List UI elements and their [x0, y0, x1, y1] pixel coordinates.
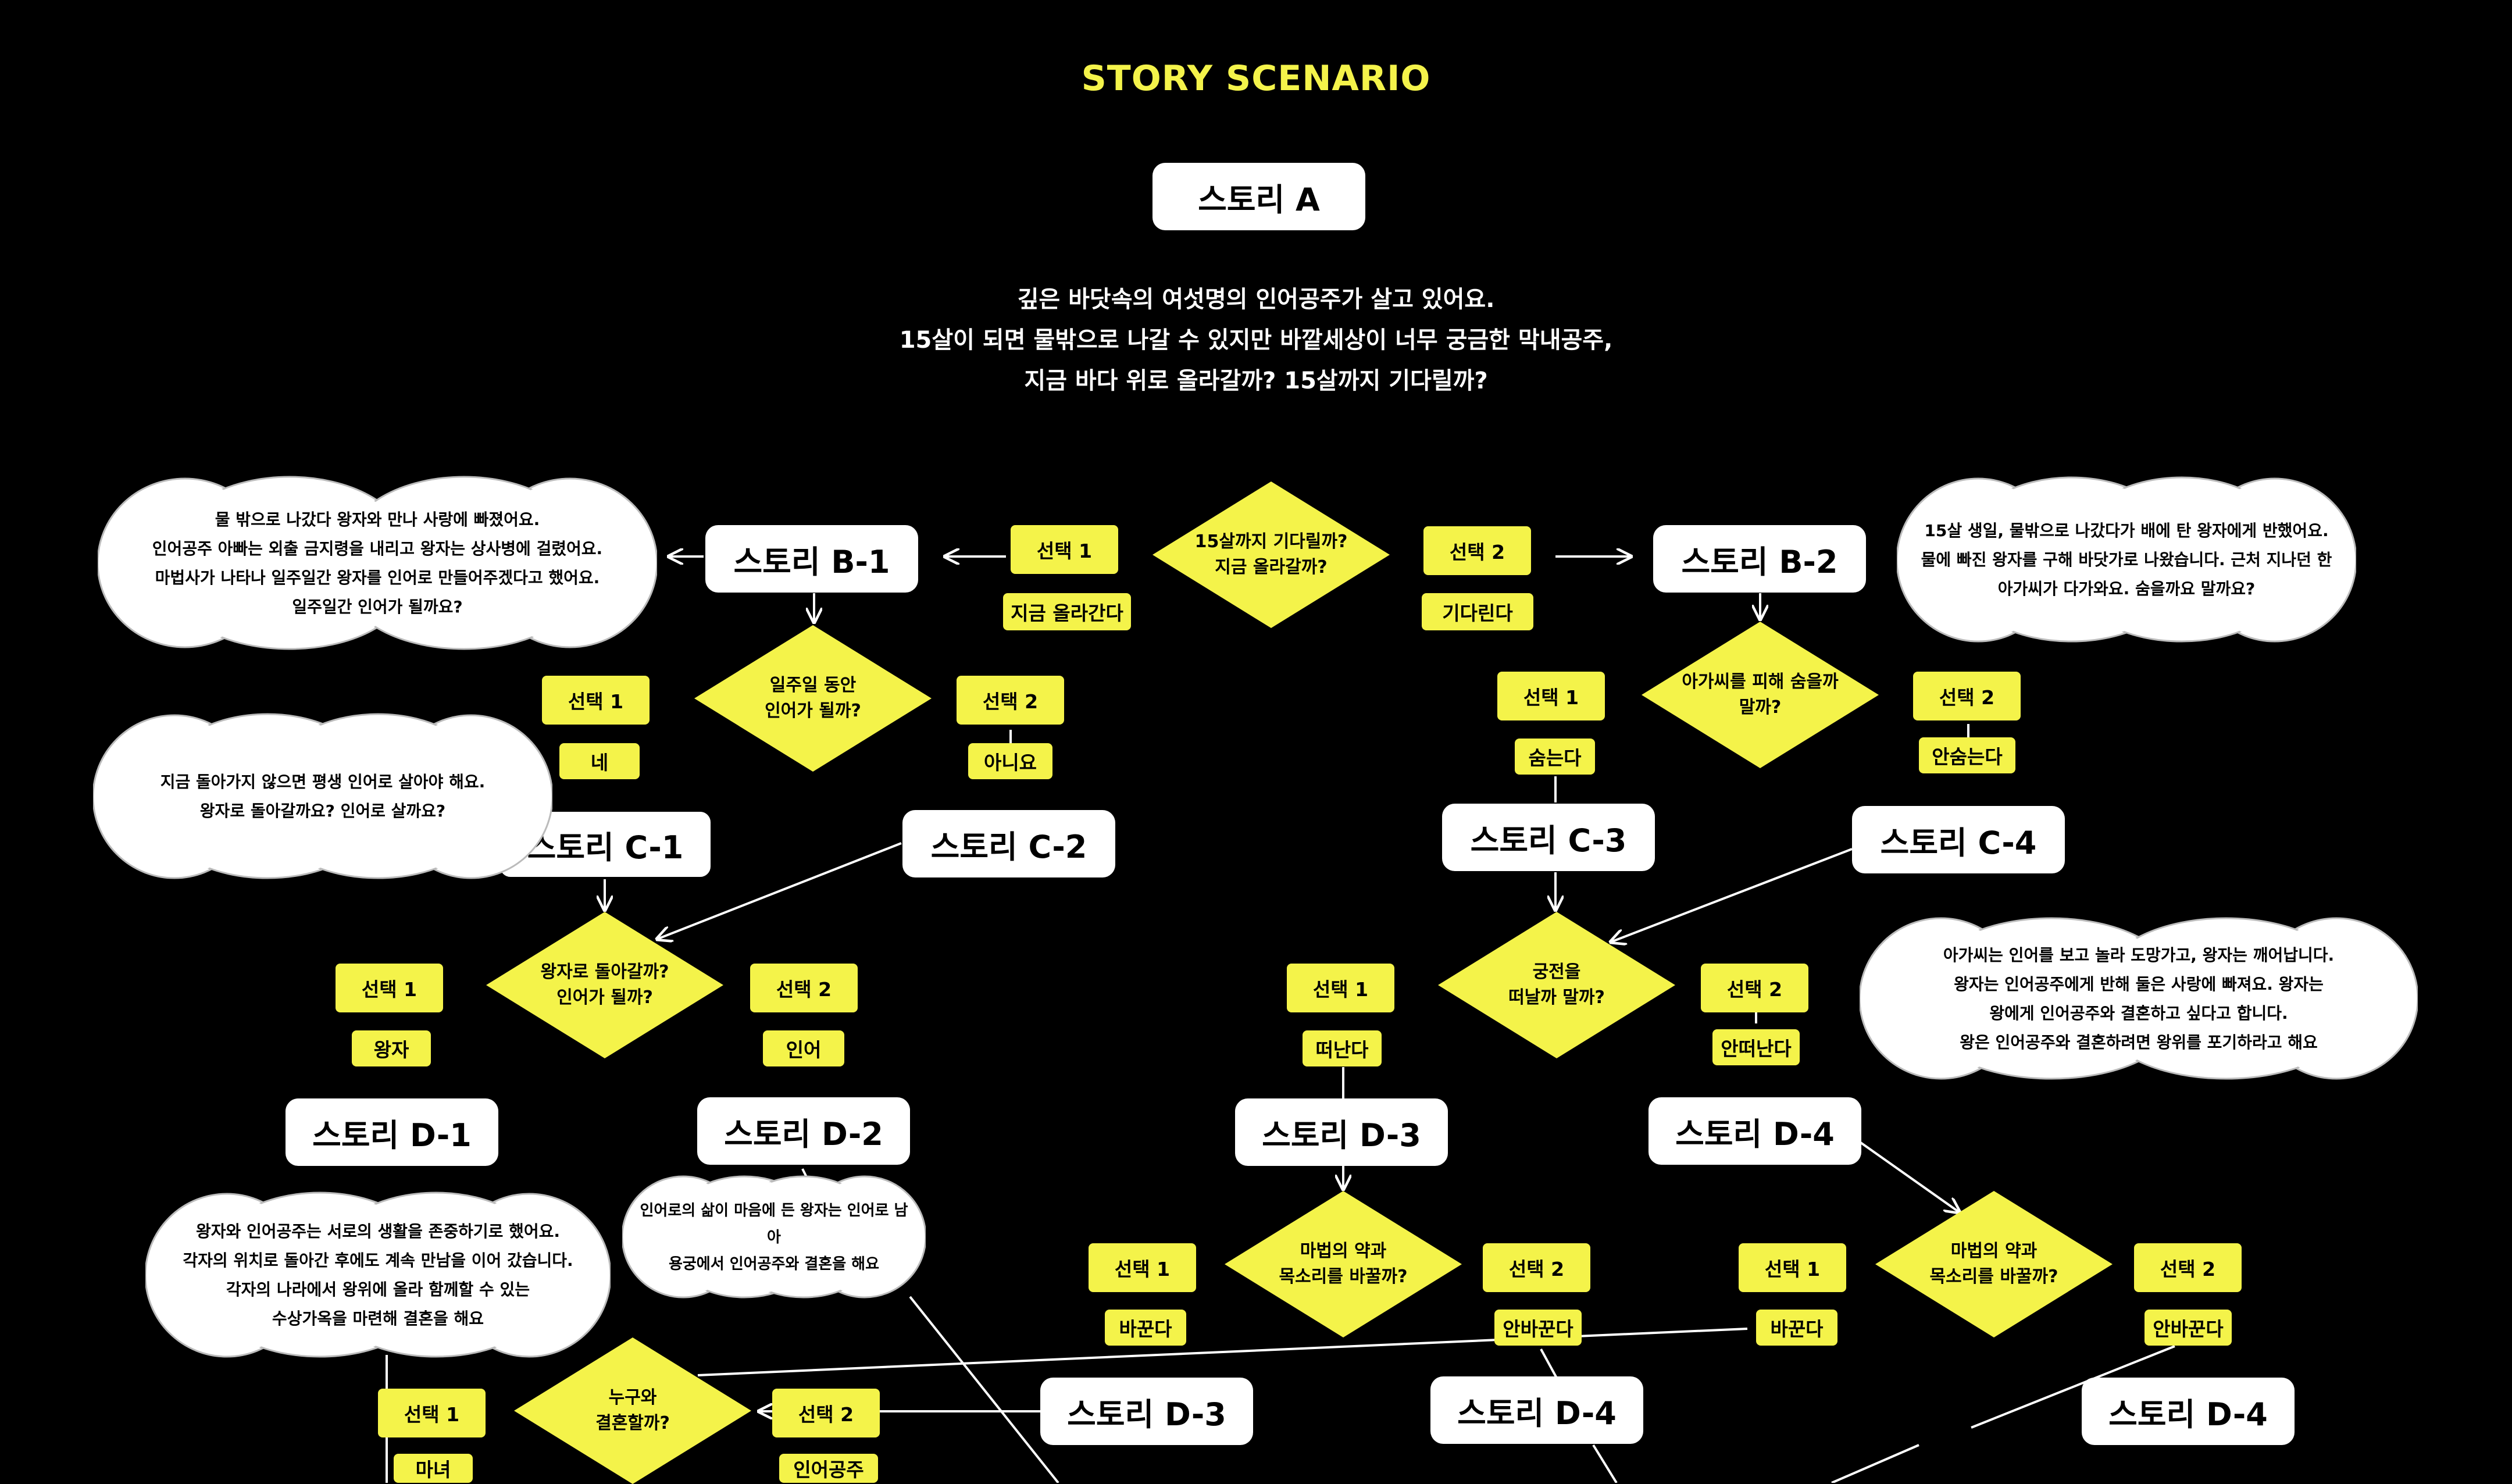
- cloud-shape: [145, 1192, 611, 1358]
- answer-tag: 바꾼다: [1105, 1310, 1186, 1346]
- decision-q4: 왕자로 돌아갈까? 인어가 될까?: [486, 912, 723, 1058]
- choice-tag: 선택 1: [1089, 1243, 1196, 1292]
- decision-q5: 궁전을 떠날까 말까?: [1438, 912, 1675, 1058]
- answer-tag: 바꾼다: [1756, 1310, 1837, 1346]
- story-b2-node: 스토리 B-2: [1653, 525, 1866, 593]
- story-d2-node: 스토리 D-2: [697, 1097, 910, 1165]
- choice-tag: 선택 1: [1739, 1243, 1846, 1292]
- story-c2-node: 스토리 C-2: [902, 810, 1115, 877]
- story-a-node: 스토리 A: [1152, 163, 1365, 230]
- decision-q3: 아가씨를 피해 숨을까 말까?: [1642, 622, 1879, 768]
- choice-tag: 선택 1: [378, 1389, 486, 1437]
- story-c3-node: 스토리 C-3: [1442, 804, 1655, 871]
- narrative-text-d2: 인어로의 삶이 마음에 든 왕자는 인어로 남아 용궁에서 인어공주와 결혼을 …: [640, 1201, 908, 1273]
- diamond-shape: [1438, 912, 1675, 1058]
- choice-tag: 선택 1: [1011, 525, 1118, 574]
- narrative-cloud-c1: 지금 돌아가지 않으면 평생 인어로 살아야 해요. 왕자로 돌아갈까요? 인어…: [93, 712, 552, 881]
- narrative-cloud-b2: 15살 생일, 물밖으로 나갔다가 배에 탄 왕자에게 반했어요. 물에 빠진 …: [1897, 476, 2356, 644]
- choice-tag: 선택 1: [542, 676, 650, 725]
- intro-text: 깊은 바닷속의 여섯명의 인어공주가 살고 있어요. 15살이 되면 물밖으로 …: [675, 279, 1837, 401]
- choice-tag: 선택 2: [957, 676, 1064, 725]
- decision-q6: 마법의 약과 목소리를 바꿀까?: [1225, 1191, 1462, 1337]
- narrative-text-b2: 15살 생일, 물밖으로 나갔다가 배에 탄 왕자에게 반했어요. 물에 빠진 …: [1921, 521, 2332, 598]
- answer-tag: 네: [559, 743, 640, 779]
- narrative-text-b1: 물 밖으로 나갔다 왕자와 만나 사랑에 빠졌어요. 인어공주 아빠는 외출 금…: [152, 510, 603, 616]
- intro-paragraph: 깊은 바닷속의 여섯명의 인어공주가 살고 있어요. 15살이 되면 물밖으로 …: [899, 286, 1613, 394]
- decision-q7-label: 마법의 약과 목소리를 바꿀까?: [1929, 1241, 2058, 1287]
- story-d1-node: 스토리 D-1: [286, 1098, 498, 1166]
- choice-tag: 선택 2: [2134, 1243, 2242, 1292]
- decision-q6-label: 마법의 약과 목소리를 바꿀까?: [1279, 1241, 1408, 1287]
- cloud-shape: [98, 476, 657, 650]
- cloud-shape: [1897, 476, 2356, 643]
- answer-tag: 왕자: [352, 1030, 431, 1066]
- decision-q2: 일주일 동안 인어가 될까?: [694, 625, 932, 772]
- choice-tag: 선택 2: [772, 1389, 880, 1437]
- answer-tag: 안숨는다: [1919, 737, 2015, 773]
- choice-tag: 선택 2: [1423, 526, 1531, 575]
- story-b1-node: 스토리 B-1: [705, 525, 918, 593]
- decision-q1-label: 15살까지 기다릴까? 지금 올라갈까?: [1194, 531, 1348, 577]
- diamond-shape: [1642, 622, 1879, 768]
- narrative-text-c1: 지금 돌아가지 않으면 평생 인어로 살아야 해요. 왕자로 돌아갈까요? 인어…: [160, 772, 486, 821]
- diamond-shape: [1225, 1191, 1462, 1337]
- story-c1-node: 스토리 C-1: [498, 809, 713, 879]
- decision-q4-label: 왕자로 돌아갈까? 인어가 될까?: [540, 962, 669, 1008]
- choice-tag: 선택 2: [1913, 672, 2021, 720]
- choice-tag: 선택 2: [1701, 964, 1808, 1012]
- narrative-cloud-d1: 왕자와 인어공주는 서로의 생활을 존중하기로 했어요. 각자의 위치로 돌아간…: [145, 1191, 611, 1360]
- story-d3-node: 스토리 D-3: [1235, 1098, 1448, 1166]
- cloud-shape: [1860, 917, 2418, 1080]
- decision-q2-label: 일주일 동안 인어가 될까?: [765, 675, 861, 721]
- answer-tag: 기다린다: [1422, 593, 1533, 630]
- choice-tag: 선택 1: [1497, 672, 1605, 720]
- diamond-shape: [486, 912, 723, 1058]
- story-d3-node-lower: 스토리 D-3: [1040, 1378, 1253, 1445]
- choice-tag: 선택 1: [1287, 964, 1394, 1012]
- answer-tag: 안떠난다: [1712, 1029, 1800, 1065]
- answer-tag: 안바꾼다: [1494, 1310, 1582, 1346]
- narrative-cloud-b1: 물 밖으로 나갔다 왕자와 만나 사랑에 빠졌어요. 인어공주 아빠는 외출 금…: [98, 476, 657, 651]
- narrative-cloud-c4: 아가씨는 인어를 보고 놀라 도망가고, 왕자는 깨어납니다. 왕자는 인어공주…: [1860, 916, 2418, 1082]
- answer-tag: 떠난다: [1303, 1030, 1382, 1066]
- story-d4-node-right: 스토리 D-4: [2082, 1378, 2295, 1445]
- answer-tag: 안바꾼다: [2145, 1310, 2232, 1346]
- answer-tag: 마녀: [394, 1454, 473, 1483]
- choice-tag: 선택 2: [750, 964, 858, 1012]
- diamond-shape: [694, 625, 932, 772]
- decision-q3-label: 아가씨를 피해 숨을까 말까?: [1682, 672, 1839, 718]
- choice-tag: 선택 1: [336, 964, 443, 1012]
- story-d4-node-lower: 스토리 D-4: [1430, 1376, 1643, 1444]
- diamond-shape: [1152, 481, 1390, 628]
- narrative-text-d1: 왕자와 인어공주는 서로의 생활을 존중하기로 했어요. 각자의 위치로 돌아간…: [183, 1222, 573, 1328]
- diamond-shape: [1875, 1191, 2113, 1337]
- narrative-cloud-d2: 인어로의 삶이 마음에 든 왕자는 인어로 남아 용궁에서 인어공주와 결혼을 …: [622, 1175, 926, 1300]
- decision-q8: 누구와 결혼할까?: [514, 1337, 751, 1484]
- narrative-text-c4: 아가씨는 인어를 보고 놀라 도망가고, 왕자는 깨어납니다. 왕자는 인어공주…: [1943, 945, 2335, 1052]
- cloud-shape: [622, 1175, 926, 1298]
- decision-q8-label: 누구와 결혼할까?: [595, 1387, 670, 1433]
- diamond-shape: [514, 1337, 751, 1484]
- answer-tag: 숨는다: [1515, 739, 1595, 775]
- page-title: STORY SCENARIO: [1081, 58, 1431, 99]
- decision-q7: 마법의 약과 목소리를 바꿀까?: [1875, 1191, 2113, 1337]
- decision-q5-label: 궁전을 떠날까 말까?: [1508, 962, 1605, 1008]
- choice-tag: 선택 2: [1483, 1243, 1590, 1292]
- answer-tag: 지금 올라간다: [1003, 593, 1131, 630]
- decision-q1: 15살까지 기다릴까? 지금 올라갈까?: [1152, 481, 1390, 628]
- answer-tag: 인어공주: [779, 1454, 878, 1483]
- answer-tag: 인어: [763, 1030, 844, 1066]
- story-c4-node: 스토리 C-4: [1852, 806, 2065, 873]
- cloud-shape: [93, 713, 552, 879]
- story-d4-node: 스토리 D-4: [1648, 1097, 1861, 1165]
- answer-tag: 아니요: [968, 743, 1052, 779]
